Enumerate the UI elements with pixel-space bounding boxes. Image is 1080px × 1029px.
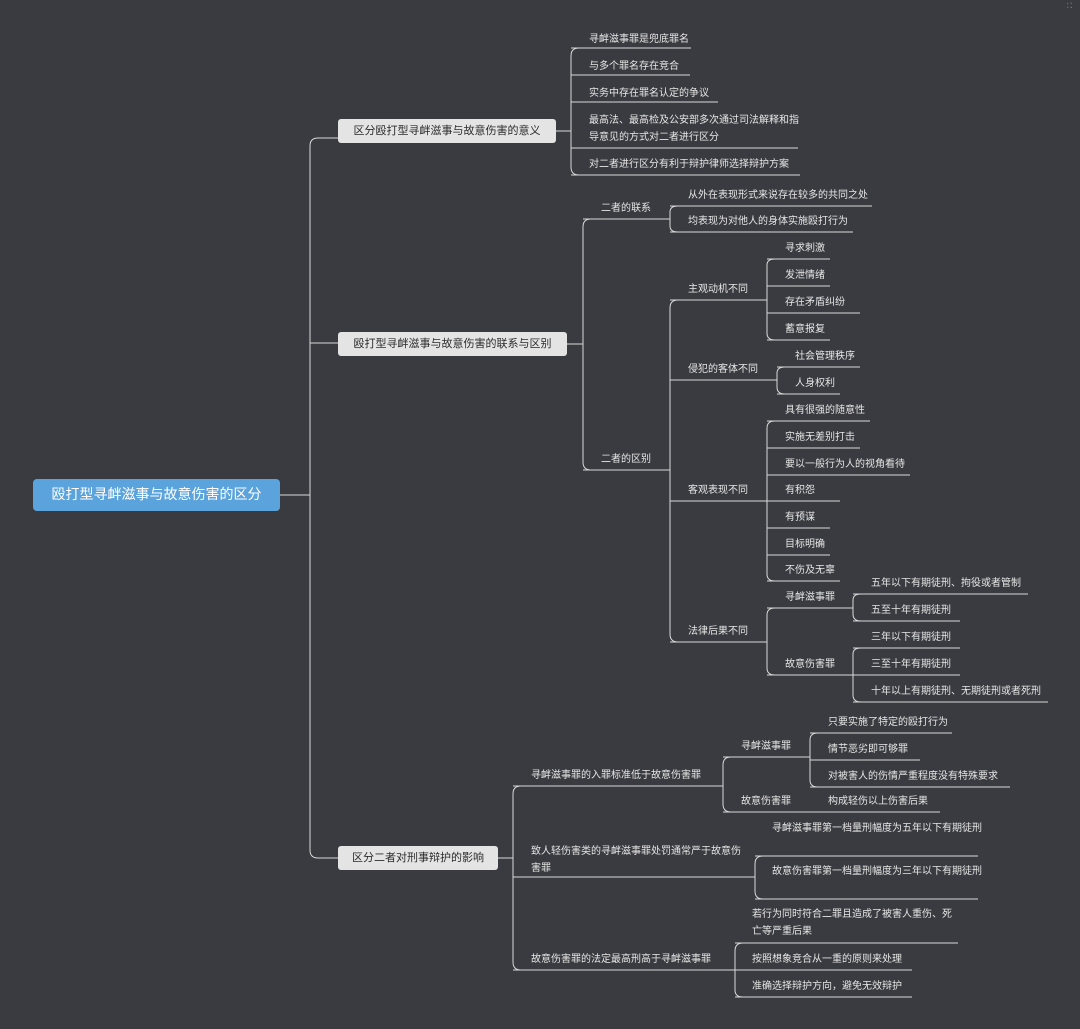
object-item[interactable]: 社会管理秩序	[795, 351, 855, 362]
c2-item[interactable]: 故意伤害罪第一档量刑幅度为三年以下有期徒刑	[772, 866, 982, 877]
legal-xun-item[interactable]: 五年以下有期徒刑、拘役或者管制	[871, 578, 1021, 589]
c1-label[interactable]: 寻衅滋事罪的入罪标准低于故意伤害罪	[531, 770, 701, 781]
c1-xun-item[interactable]: 对被害人的伤情严重程度没有特殊要求	[828, 771, 998, 782]
motive-item[interactable]: 寻求刺激	[785, 243, 825, 254]
c1-gu-label[interactable]: 故意伤害罪	[741, 796, 791, 807]
motive-item[interactable]: 存在矛盾纠纷	[785, 297, 845, 308]
legal-xun-label[interactable]: 寻衅滋事罪	[785, 592, 835, 603]
b1-item[interactable]: 最高法、最高检及公安部多次通过司法解释和指导意见的方式对二者进行区分	[589, 115, 799, 143]
behavior-item[interactable]: 有预谋	[785, 512, 815, 523]
c3-item[interactable]: 按照想象竞合从一重的原则来处理	[752, 954, 902, 965]
object-label[interactable]: 侵犯的客体不同	[688, 364, 758, 375]
motive-item[interactable]: 蓄意报复	[785, 324, 825, 335]
legal-label[interactable]: 法律后果不同	[688, 626, 748, 637]
relation-item[interactable]: 均表现为对他人的身体实施殴打行为	[688, 216, 848, 227]
c1-xun-item[interactable]: 情节恶劣即可够罪	[828, 744, 908, 755]
c1-xun-item[interactable]: 只要实施了特定的殴打行为	[828, 717, 948, 728]
legal-gu-label[interactable]: 故意伤害罪	[785, 659, 835, 670]
behavior-label[interactable]: 客观表现不同	[688, 485, 748, 496]
legal-xun-item[interactable]: 五至十年有期徒刑	[871, 605, 951, 616]
behavior-item[interactable]: 要以一般行为人的视角看待	[785, 459, 905, 470]
c1-xun-label[interactable]: 寻衅滋事罪	[741, 741, 791, 752]
motive-item[interactable]: 发泄情绪	[785, 270, 825, 281]
expand-icon[interactable]: ⛶	[1067, 2, 1072, 10]
motive-label[interactable]: 主观动机不同	[688, 284, 748, 295]
c1-gu-item[interactable]: 构成轻伤以上伤害后果	[828, 796, 928, 807]
object-item[interactable]: 人身权利	[795, 378, 835, 389]
b1-item[interactable]: 与多个罪名存在竞合	[589, 61, 679, 72]
legal-gu-item[interactable]: 十年以上有期徒刑、无期徒刑或者死刑	[871, 686, 1041, 697]
legal-gu-item[interactable]: 三年以下有期徒刑	[871, 632, 951, 643]
c2-label[interactable]: 致人轻伤害类的寻衅滋事罪处罚通常严于故意伤害罪	[531, 846, 741, 874]
branch-relation-difference[interactable]: 殴打型寻衅滋事与故意伤害的联系与区别	[338, 332, 567, 356]
legal-gu-item[interactable]: 三至十年有期徒刑	[871, 659, 951, 670]
c3-label[interactable]: 故意伤害罪的法定最高刑高于寻衅滋事罪	[531, 954, 711, 965]
c2-item[interactable]: 寻衅滋事罪第一档量刑幅度为五年以下有期徒刑	[772, 823, 982, 834]
b1-item[interactable]: 寻衅滋事罪是兜底罪名	[589, 34, 689, 45]
branch-defense-impact[interactable]: 区分二者对刑事辩护的影响	[338, 846, 498, 870]
b1-item[interactable]: 实务中存在罪名认定的争议	[589, 88, 709, 99]
behavior-item[interactable]: 具有很强的随意性	[785, 405, 865, 416]
behavior-item[interactable]: 目标明确	[785, 539, 825, 550]
difference-label[interactable]: 二者的区别	[601, 454, 651, 465]
behavior-item[interactable]: 实施无差别打击	[785, 432, 855, 443]
behavior-item[interactable]: 有积怨	[785, 485, 815, 496]
c3-item[interactable]: 准确选择辩护方向，避免无效辩护	[752, 981, 902, 992]
b1-item[interactable]: 对二者进行区分有利于辩护律师选择辩护方案	[589, 159, 789, 170]
branch-significance[interactable]: 区分殴打型寻衅滋事与故意伤害的意义	[338, 119, 556, 143]
behavior-item[interactable]: 不伤及无辜	[785, 565, 835, 576]
relation-item[interactable]: 从外在表现形式来说存在较多的共同之处	[688, 190, 868, 201]
c3-item[interactable]: 若行为同时符合二罪且造成了被害人重伤、死亡等严重后果	[752, 909, 952, 937]
root-node[interactable]: 殴打型寻衅滋事与故意伤害的区分	[33, 479, 280, 511]
relation-label[interactable]: 二者的联系	[601, 203, 651, 214]
